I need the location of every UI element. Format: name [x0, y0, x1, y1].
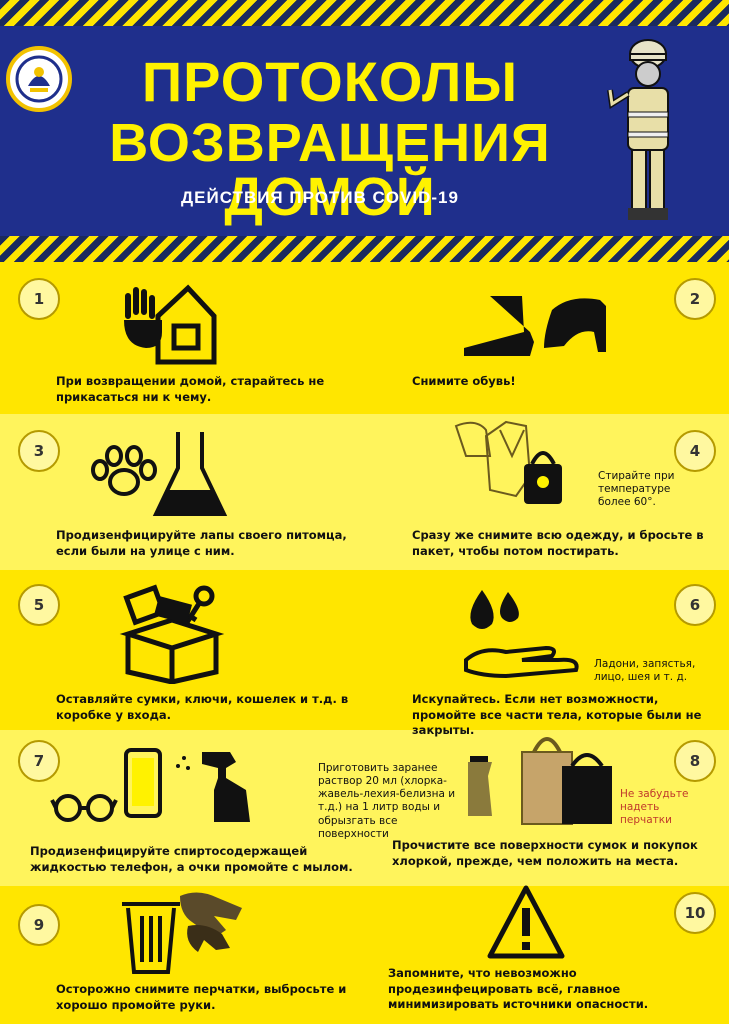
step-number-2: 2 [674, 278, 716, 320]
hand-house-icon [124, 284, 217, 365]
step-number-8: 8 [674, 740, 716, 782]
firefighter-icon [607, 39, 669, 220]
top-hazard-stripe [0, 0, 729, 26]
step-number-3: 3 [18, 430, 60, 472]
step-text-3: Продизенфицируйте лапы своего питомца, е… [56, 528, 347, 558]
band-row-1 [0, 262, 729, 414]
step-note-4: Стирайте при температуре более 60°. [598, 470, 675, 509]
step-note-8: Не забудьте надеть перчатки [620, 788, 689, 827]
step-text-8: Прочистите все поверхности сумок и покуп… [392, 838, 698, 868]
step-number-7: 7 [18, 740, 60, 782]
step-text-4: Сразу же снимите всю одежду, и бросьте в… [412, 528, 704, 558]
band-row-5 [0, 886, 729, 1024]
step-number-9: 9 [18, 904, 60, 946]
box-keys-icon [119, 584, 225, 684]
phone-glasses-spray-icon [50, 748, 250, 822]
step-number-10: 10 [674, 892, 716, 934]
step-number-5: 5 [18, 584, 60, 626]
step-number-1: 1 [18, 278, 60, 320]
page-subtitle: ДЕЙСТВИЯ ПРОТИВ COVID-19 [181, 188, 459, 207]
paw-flask-icon [91, 432, 228, 516]
step-number-6: 6 [674, 584, 716, 626]
step-text-6: Искупайтесь. Если нет возможности, промо… [412, 692, 702, 738]
shopping-bags-icon [468, 737, 612, 825]
trash-gloves-icon [122, 892, 242, 974]
page-title: ПРОТОКОЛЫ ВОЗВРАЩЕНИЯ ДОМОЙ [30, 50, 630, 227]
step-note-7: Приготовить заранее раствор 20 мл (хлорк… [318, 762, 456, 840]
logo-emblem-icon [15, 55, 63, 103]
logo [6, 46, 72, 112]
step-text-5: Оставляйте сумки, ключи, кошелек и т.д. … [56, 692, 349, 722]
step-text-7: Продизенфицируйте спиртосодержащей жидко… [30, 844, 353, 874]
water-hand-icon [464, 590, 579, 678]
step-text-2: Снимите обувь! [412, 374, 516, 388]
step-text-9: Осторожно снимите перчатки, выбросьте и … [56, 982, 347, 1012]
bottom-hazard-stripe [0, 236, 729, 262]
warning-icon [487, 885, 565, 959]
header-banner: ПРОТОКОЛЫ ВОЗВРАЩЕНИЯ ДОМОЙ ДЕЙСТВИЯ ПРО… [0, 26, 729, 236]
step-note-6: Ладони, запястья, лицо, шея и т. д. [594, 658, 696, 684]
title-line-1: ПРОТОКОЛЫ [141, 50, 519, 113]
step-number-4: 4 [674, 430, 716, 472]
step-text-1: При возвращении домой, старайтесь не при… [56, 374, 325, 404]
step-text-10: Запомните, что невозможно продезинфециро… [388, 966, 649, 1012]
band-row-3 [0, 570, 729, 730]
title-line-2: ВОЗВРАЩЕНИЯ ДОМОЙ [109, 113, 551, 227]
shoes-icon [464, 296, 606, 356]
clothes-bag-icon [454, 420, 562, 504]
